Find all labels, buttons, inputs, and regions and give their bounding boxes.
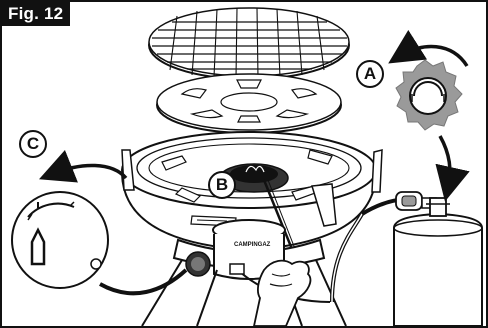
burner-dial-icon [11,191,109,289]
svg-text:CAMPINGAZ: CAMPINGAZ [234,242,271,248]
callout-a: A [356,60,384,88]
callout-b: B [208,171,236,199]
hand-icon [253,259,312,326]
figure-label: Fig. 12 [2,2,71,26]
callout-c: C [19,130,47,158]
regulator-knob-icon [395,59,463,131]
flame-symbol-icon [30,227,46,266]
grill-illustration: CAMPINGAZ [11,7,483,326]
burner [219,163,289,193]
grill-grate-icon [148,7,350,80]
heat-plate [156,73,342,134]
gas-cylinder-icon [393,197,483,326]
burner-knob [185,251,211,277]
